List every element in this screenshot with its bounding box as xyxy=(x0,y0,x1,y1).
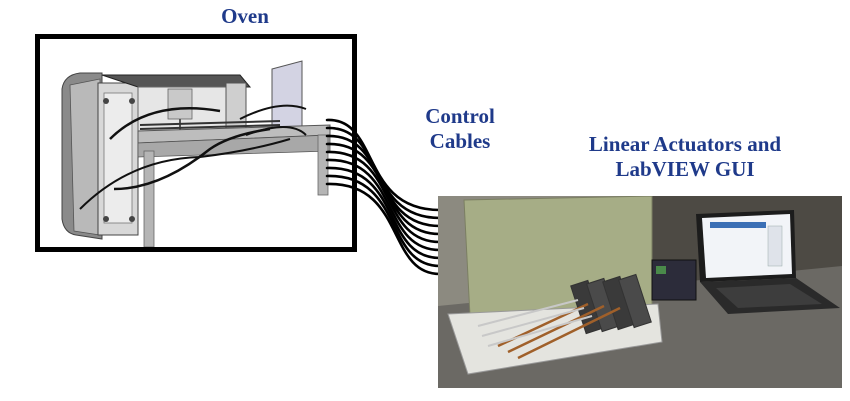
oven-top-rail xyxy=(101,74,252,88)
photo-lead-screw-3 xyxy=(517,306,621,360)
oven-bolt-3 xyxy=(129,98,135,104)
oven-internal-cable-3 xyxy=(79,138,291,210)
oven-bolt-4 xyxy=(129,216,135,222)
oven-internal-cable-1 xyxy=(109,107,221,140)
oven-internal-cable-2 xyxy=(113,127,271,191)
actuator-photo xyxy=(438,196,842,388)
oven-bolt-1 xyxy=(103,98,109,104)
control-cable-9 xyxy=(325,182,442,276)
oven-bolt-2 xyxy=(103,216,109,222)
control-cables-label-line2: Cables xyxy=(429,129,491,153)
oven-internal-cable-4 xyxy=(239,104,307,120)
oven-label: Oven xyxy=(221,4,269,28)
actuators-gui-label-line1: Linear Actuators and xyxy=(588,132,782,156)
oven-door-window xyxy=(103,92,133,224)
oven-cad-drawing xyxy=(61,60,331,248)
oven-frame xyxy=(35,34,357,252)
photo-rod-3 xyxy=(487,315,593,347)
control-cable-5 xyxy=(325,150,442,244)
photo-actuator-4 xyxy=(618,273,652,329)
control-cable-7 xyxy=(325,166,442,260)
actuator-photo-drawing xyxy=(438,196,842,388)
oven-internal-cable-5 xyxy=(245,126,307,136)
actuators-gui-label-line2: LabVIEW GUI xyxy=(615,157,755,181)
oven-rod-2 xyxy=(139,124,281,130)
photo-rod-1 xyxy=(477,299,579,327)
control-cable-6 xyxy=(325,158,442,252)
photo-lead-screw-2 xyxy=(507,304,605,354)
laptop-keyboard xyxy=(716,284,822,308)
actuators-gui-label: Linear Actuators and LabVIEW GUI xyxy=(560,132,810,182)
oven-frame-leg-right xyxy=(317,134,329,196)
photo-controller-board xyxy=(656,266,666,274)
labview-gui-panel xyxy=(767,225,783,267)
oven-rod-1 xyxy=(139,120,281,126)
photo-rod-2 xyxy=(481,307,585,337)
control-cable-4 xyxy=(325,142,442,236)
labview-gui-titlebar xyxy=(710,222,766,228)
control-cable-8 xyxy=(325,174,442,268)
control-cables-label: Control Cables xyxy=(405,104,515,154)
control-cables-label-line1: Control xyxy=(425,104,495,128)
